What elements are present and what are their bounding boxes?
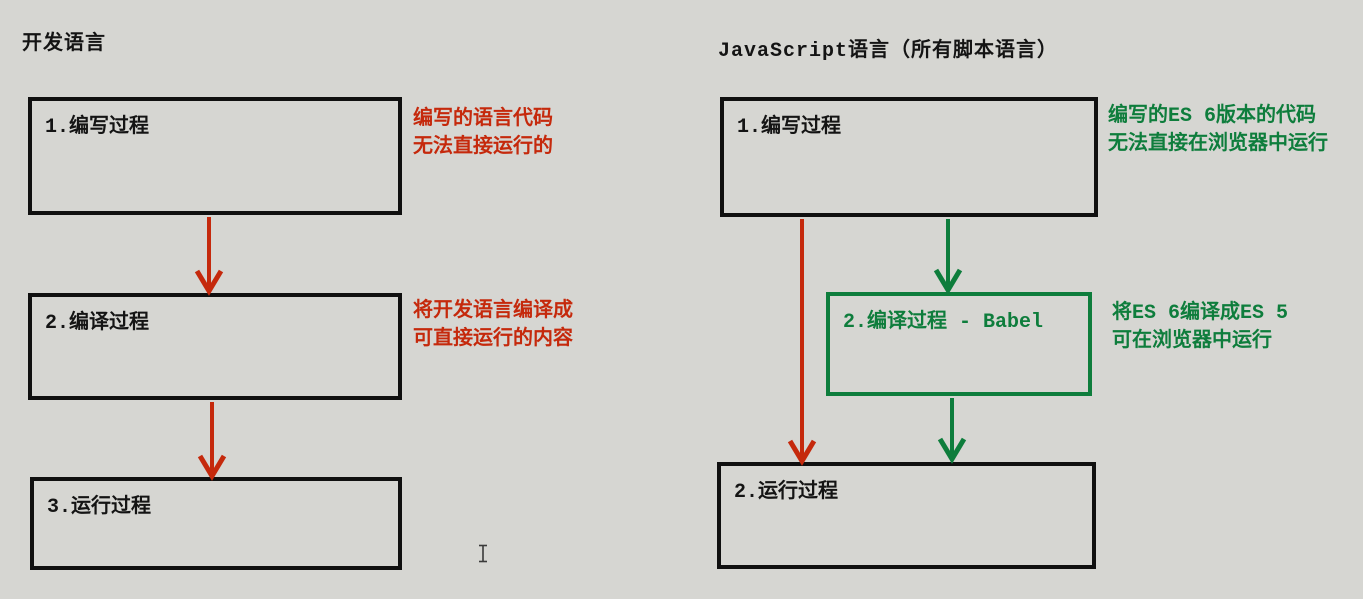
left-box-compile-label: 2.编译过程 xyxy=(45,312,150,335)
left-annotation-write: 编写的语言代码 无法直接运行的 xyxy=(413,106,553,162)
left-box-run-label: 3.运行过程 xyxy=(47,496,152,519)
left-box-run: 3.运行过程 xyxy=(30,477,402,570)
right-annotation-write: 编写的ES 6版本的代码 无法直接在浏览器中运行 xyxy=(1108,103,1328,159)
right-flow-title: JavaScript语言（所有脚本语言） xyxy=(718,40,1059,63)
right-box-run-label: 2.运行过程 xyxy=(734,481,839,504)
arrow-left-write-to-compile xyxy=(194,217,224,296)
right-annotation-babel-line2: 可在浏览器中运行 xyxy=(1112,330,1272,353)
right-annotation-write-line2: 无法直接在浏览器中运行 xyxy=(1108,133,1328,156)
left-box-compile: 2.编译过程 xyxy=(28,293,402,400)
right-box-write: 1.编写过程 xyxy=(720,97,1098,217)
left-annotation-write-line2: 无法直接运行的 xyxy=(413,136,553,159)
right-annotation-babel: 将ES 6编译成ES 5 可在浏览器中运行 xyxy=(1112,300,1288,356)
right-annotation-write-line1: 编写的ES 6版本的代码 xyxy=(1108,105,1317,128)
right-annotation-babel-line1: 将ES 6编译成ES 5 xyxy=(1112,302,1289,325)
right-box-babel-compile: 2.编译过程 - Babel xyxy=(826,292,1092,396)
left-box-write-label: 1.编写过程 xyxy=(45,116,150,139)
right-box-babel-compile-label: 2.编译过程 - Babel xyxy=(843,311,1044,334)
arrow-right-write-to-babel xyxy=(933,219,963,295)
right-box-write-label: 1.编写过程 xyxy=(737,116,842,139)
left-box-write: 1.编写过程 xyxy=(28,97,402,215)
left-annotation-compile: 将开发语言编译成 可直接运行的内容 xyxy=(413,298,573,354)
left-annotation-compile-line2: 可直接运行的内容 xyxy=(413,328,573,351)
left-annotation-compile-line1: 将开发语言编译成 xyxy=(413,300,573,323)
left-annotation-write-line1: 编写的语言代码 xyxy=(413,108,553,131)
right-box-run: 2.运行过程 xyxy=(717,462,1096,569)
arrow-right-write-to-run-direct xyxy=(787,219,817,466)
left-flow-title: 开发语言 xyxy=(22,33,106,56)
arrow-right-babel-to-run xyxy=(937,398,967,464)
text-cursor-icon xyxy=(479,544,487,563)
arrow-left-compile-to-run xyxy=(197,402,227,481)
